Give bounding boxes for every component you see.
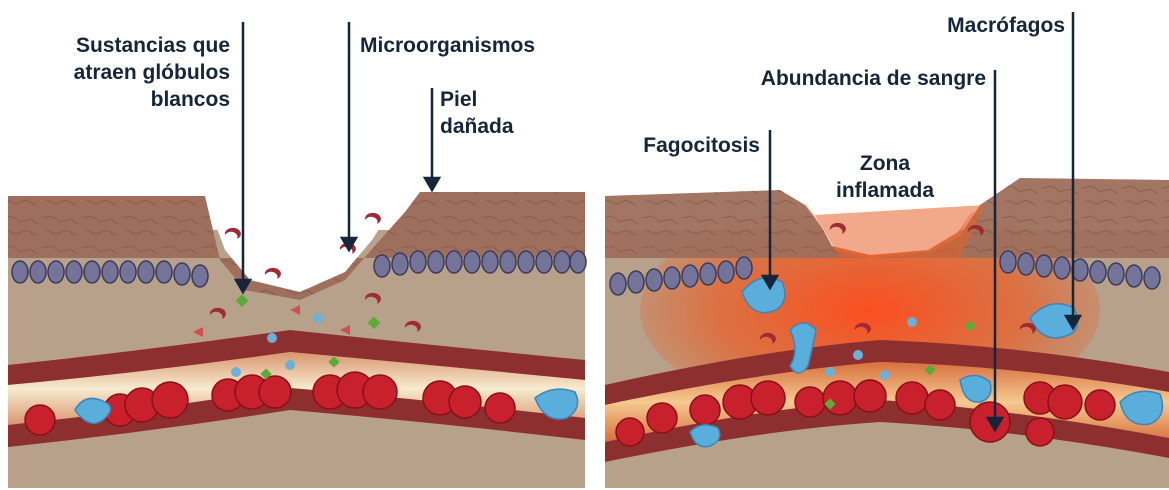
label-attractants: Sustancias que atraen glóbulos blancos: [30, 32, 230, 113]
label-macrophages: Macrófagos: [860, 12, 1065, 39]
label-inflamed-zone: Zona inflamada: [800, 150, 970, 204]
label-blood-abundance: Abundancia de sangre: [690, 65, 986, 92]
label-phagocytosis: Fagocitosis: [600, 132, 760, 159]
label-microorganisms: Microorganismos: [360, 32, 600, 59]
label-piel-danada: Piel dañada: [440, 86, 560, 140]
